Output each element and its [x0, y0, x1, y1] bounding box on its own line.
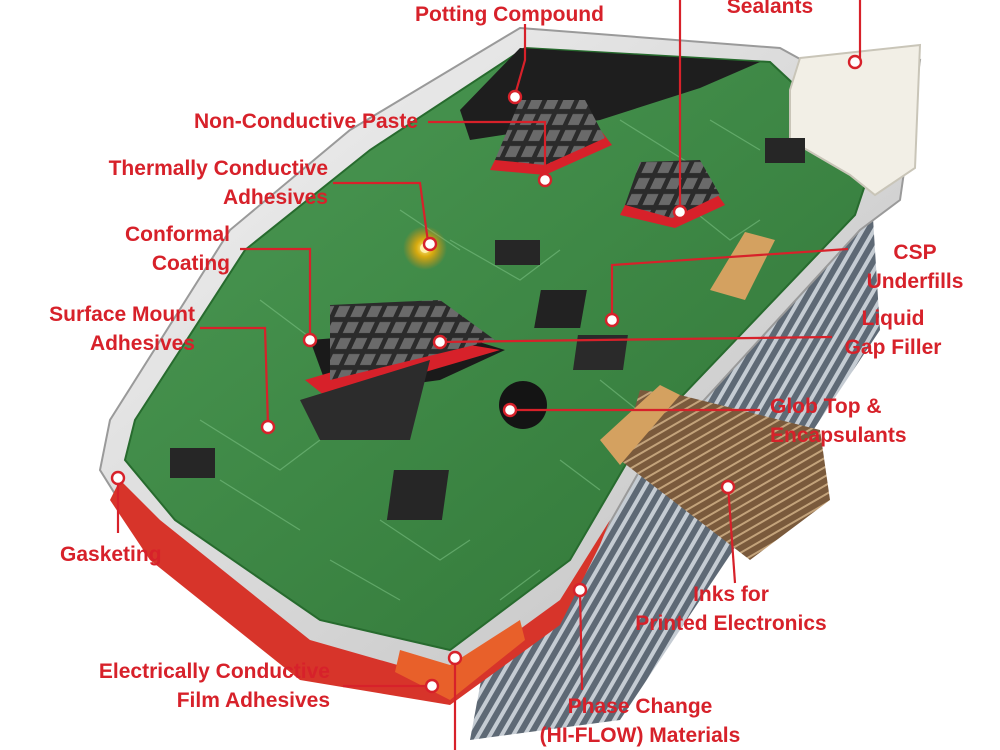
label-sealants: Sealants [710, 0, 830, 21]
label-csp-underfills: CSP Underfills [850, 238, 980, 296]
surface-mount-line2: Adhesives [89, 332, 195, 355]
chip-csp [534, 290, 587, 328]
non-conductive-paste-text: Non-Conductive Paste [193, 110, 418, 133]
surface-mount-line1: Surface Mount [49, 303, 195, 326]
liquid-gap-filler-line2: Gap Filler [844, 336, 942, 359]
label-non-conductive-paste: Non-Conductive Paste [130, 107, 418, 136]
phase-change-line2: (HI-FLOW) Materials [539, 724, 741, 747]
connector-pads [710, 232, 775, 300]
phase-change-line1: Phase Change [567, 695, 713, 718]
csp-underfills-line2: Underfills [866, 270, 964, 293]
glob-top-line2: Encapsulants [770, 424, 907, 447]
conformal-coating-line2: Coating [151, 252, 230, 275]
label-phase-change-materials: Phase Change (HI-FLOW) Materials [515, 692, 765, 750]
label-gasketing: Gasketing [60, 540, 190, 569]
liquid-gap-filler-line1: Liquid [861, 307, 925, 330]
leader-lines [116, 0, 862, 750]
glob-top-line1: Glob Top & [770, 395, 882, 418]
chip-qfp [386, 470, 449, 520]
ecfa-line2: Film Adhesives [176, 689, 330, 712]
thermally-conductive-line1: Thermally Conductive [108, 157, 328, 180]
thermally-conductive-line2: Adhesives [222, 186, 328, 209]
gasketing-text: Gasketing [60, 543, 162, 566]
ecfa-line1: Electrically Conductive [98, 660, 330, 683]
label-conformal-coating: Conformal Coating [80, 220, 230, 278]
label-thermally-conductive-adhesives: Thermally Conductive Adhesives [60, 154, 328, 212]
heatsink-top [490, 100, 612, 175]
label-potting-compound: Potting Compound [382, 0, 637, 29]
chip-small [170, 448, 215, 478]
label-electrically-conductive-film: Electrically Conductive Film Adhesives [40, 657, 330, 715]
sealants-text: Sealants [726, 0, 814, 18]
ribbon-cable [600, 385, 830, 560]
label-inks-printed-electronics: Inks for Printed Electronics [616, 580, 846, 638]
label-liquid-gap-filler: Liquid Gap Filler [828, 304, 958, 362]
label-surface-mount-adhesives: Surface Mount Adhesives [10, 300, 195, 358]
csp-underfills-line1: CSP [893, 241, 937, 264]
film-layer [110, 480, 610, 705]
chip-corner [765, 138, 805, 163]
inks-line2: Printed Electronics [635, 612, 827, 635]
inks-line1: Inks for [693, 583, 769, 606]
label-glob-top-encapsulants: Glob Top & Encapsulants [770, 392, 940, 450]
sealant-block [789, 43, 922, 197]
potting-compound-text: Potting Compound [415, 3, 604, 26]
heatsink-large [300, 300, 505, 440]
leader-dots [110, 54, 863, 694]
conformal-coating-line1: Conformal [125, 223, 230, 246]
chip-gap [572, 335, 628, 370]
heatsink-right [620, 160, 725, 228]
chip-mid [495, 240, 540, 265]
